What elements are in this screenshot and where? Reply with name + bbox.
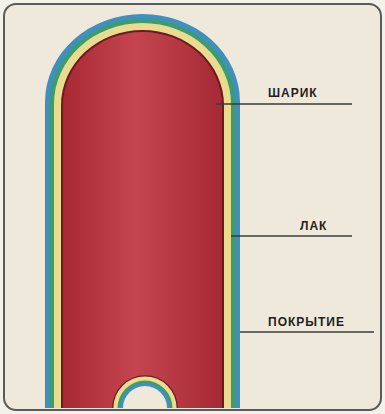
balloon-wall [61,30,224,408]
part-label: ПОКРЫТИЕ [268,315,345,329]
leader-line [216,103,352,104]
capsule-layers [45,14,240,408]
frame [4,4,381,410]
balloon-interior [63,32,222,408]
outer-coating-layer [45,14,240,408]
part-label: ЛАК [300,219,327,233]
lacquer-layer [54,23,231,408]
leader-lines [216,104,374,332]
leader-line [240,331,374,332]
green-layer [50,19,235,408]
part-label: ШАРИК [268,86,318,100]
leader-line [231,235,352,236]
